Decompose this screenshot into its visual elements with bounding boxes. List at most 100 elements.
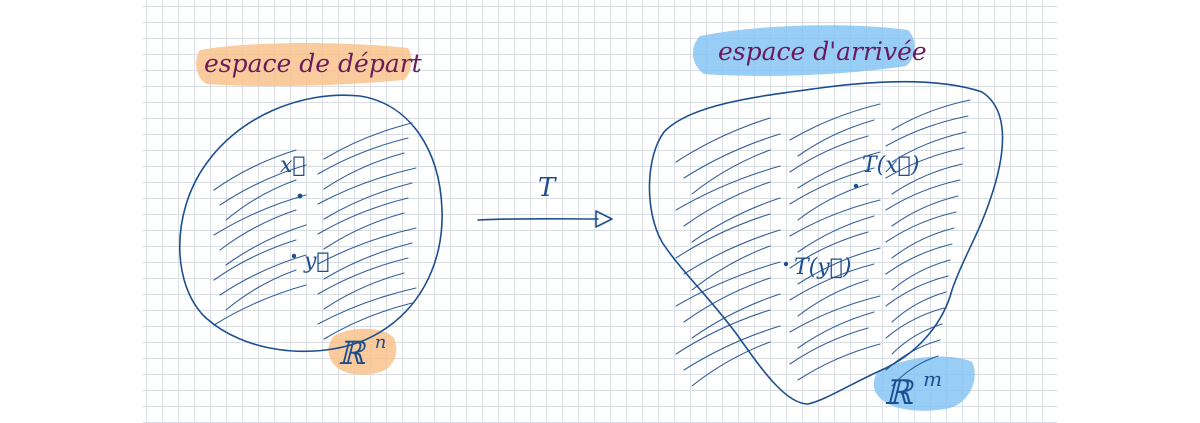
- hatch-stroke: [213, 239, 297, 281]
- hatch-stroke: [213, 149, 297, 191]
- hatch-stroke: [885, 147, 965, 179]
- point-x-dot: [297, 193, 303, 199]
- source-label-highlight: [196, 43, 412, 87]
- hatch-stroke: [323, 302, 413, 340]
- hatch-stroke: [323, 212, 405, 250]
- hatch-stroke: [789, 199, 881, 237]
- hatch-stroke: [317, 227, 417, 265]
- hatch-stroke: [317, 257, 409, 295]
- target-space-symbol: ℝ m: [884, 367, 942, 413]
- hatch-stroke: [885, 307, 945, 339]
- hatch-stroke: [797, 183, 869, 221]
- hatch-stroke: [885, 179, 961, 211]
- source-domain-hatching: [213, 122, 417, 340]
- hatch-stroke: [797, 343, 881, 381]
- hatch-stroke: [683, 325, 781, 371]
- source-space-letter: ℝ: [338, 334, 367, 372]
- hatch-stroke: [691, 341, 771, 387]
- hatch-stroke: [789, 295, 881, 333]
- source-space-exponent: n: [375, 332, 387, 353]
- point-y-label: y⃗: [303, 249, 330, 274]
- hatch-stroke: [675, 261, 781, 307]
- hatch-stroke: [683, 277, 771, 323]
- hatch-stroke: [317, 287, 417, 325]
- hatch-stroke: [891, 195, 959, 227]
- hatch-stroke: [797, 279, 869, 317]
- hatch-stroke: [891, 163, 963, 195]
- hatch-stroke: [219, 164, 307, 206]
- hatch-stroke: [683, 133, 781, 179]
- hatch-stroke: [789, 327, 869, 365]
- hatch-stroke: [789, 135, 869, 173]
- hatch-stroke: [691, 245, 771, 291]
- hatch-stroke: [797, 119, 875, 157]
- hatch-stroke: [323, 122, 413, 160]
- hatch-stroke: [891, 323, 943, 355]
- hatch-stroke: [683, 229, 781, 275]
- hatch-stroke: [789, 167, 875, 205]
- hatch-stroke: [797, 247, 881, 285]
- hatch-stroke: [213, 284, 307, 326]
- hatch-stroke: [891, 259, 951, 291]
- hatch-stroke: [317, 197, 409, 235]
- hatch-stroke: [891, 99, 971, 131]
- hatch-stroke: [675, 213, 771, 259]
- image-y-label: T(y⃗): [794, 255, 851, 280]
- hatch-stroke: [797, 215, 875, 253]
- hatch-stroke: [891, 355, 939, 387]
- image-x-label: T(x⃗): [862, 153, 919, 178]
- hatch-stroke: [891, 291, 947, 323]
- target-domain-outline: [648, 80, 1004, 405]
- map-label: T: [538, 173, 557, 203]
- hatch-stroke: [675, 309, 771, 355]
- hatch-stroke: [225, 224, 307, 266]
- target-space-title: espace d'arrivée: [718, 37, 927, 66]
- hatch-stroke: [797, 151, 881, 189]
- point-x-label: x⃗: [280, 153, 306, 178]
- source-space-title: espace de départ: [204, 49, 423, 78]
- hatch-stroke: [317, 167, 417, 205]
- hatch-stroke: [885, 115, 969, 147]
- hatch-stroke: [219, 254, 307, 296]
- source-space-symbol: ℝ n: [338, 332, 386, 372]
- target-label-highlight: [692, 25, 915, 76]
- hatch-stroke: [885, 211, 957, 243]
- hatch-stroke: [691, 293, 781, 339]
- hatch-stroke: [323, 152, 405, 190]
- hatch-stroke: [323, 272, 405, 310]
- hatch-stroke: [213, 194, 307, 236]
- hatch-stroke: [225, 179, 297, 221]
- hatch-stroke: [891, 227, 955, 259]
- target-space-highlight: [873, 356, 975, 411]
- target-space-letter: ℝ: [884, 373, 915, 413]
- image-x-dot: [853, 183, 859, 189]
- hatch-stroke: [789, 263, 875, 301]
- hatch-stroke: [691, 149, 771, 195]
- target-space-exponent: m: [923, 367, 942, 391]
- image-y-dot: [783, 261, 789, 267]
- hatch-stroke: [789, 103, 881, 141]
- hatch-stroke: [885, 243, 953, 275]
- map-arrow-shaft: [477, 217, 599, 221]
- hatch-stroke: [683, 181, 771, 227]
- hatch-stroke: [317, 137, 409, 175]
- hatch-stroke: [789, 231, 869, 269]
- hatch-stroke: [691, 197, 781, 243]
- hatch-stroke: [323, 242, 413, 280]
- hatch-stroke: [885, 275, 949, 307]
- point-y-dot: [291, 253, 297, 259]
- hatch-stroke: [225, 269, 297, 311]
- hatch-stroke: [219, 209, 297, 251]
- hatch-stroke: [885, 339, 941, 371]
- source-domain-outline: [178, 94, 443, 353]
- hatch-stroke: [891, 131, 967, 163]
- hatch-stroke: [323, 182, 413, 220]
- source-space-highlight: [328, 328, 397, 375]
- hatch-stroke: [675, 165, 781, 211]
- hatch-stroke: [675, 117, 771, 163]
- target-domain-hatching: [675, 99, 971, 387]
- hatch-stroke: [797, 311, 875, 349]
- map-arrow-head: [595, 210, 613, 228]
